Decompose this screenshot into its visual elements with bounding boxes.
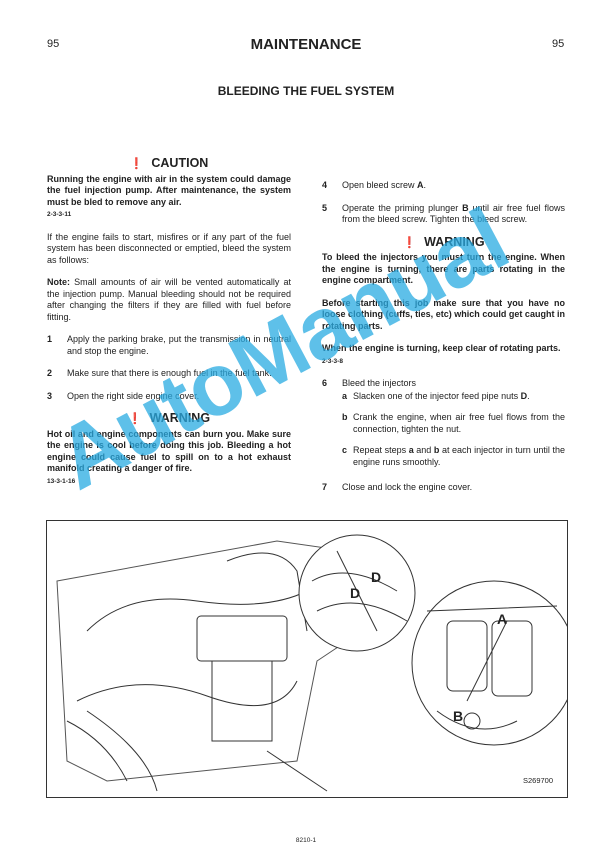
label-ref: A xyxy=(417,180,424,190)
warning-p1: To bleed the injectors you must turn the… xyxy=(322,252,565,285)
step-text: Make sure that there is enough fuel in t… xyxy=(67,368,272,378)
step-6: 6 Bleed the injectors a Slacken one of th… xyxy=(322,378,565,478)
label-ref: b xyxy=(433,445,440,455)
step-text: Bleed the injectors xyxy=(342,378,417,388)
figure-code: S269700 xyxy=(523,776,554,785)
caution-ref: 2-3-3-11 xyxy=(47,211,72,218)
note-label: Note: xyxy=(47,277,70,287)
step-text: . xyxy=(527,390,530,401)
page-number-left: 95 xyxy=(47,38,60,50)
warning-body: Hot oil and engine components can burn y… xyxy=(47,428,291,474)
step-5: 5 Operate the priming plunger B until air… xyxy=(322,203,565,226)
step-number: 3 xyxy=(47,390,53,401)
step-text: Open bleed screw xyxy=(342,180,418,190)
step-text: Repeat steps xyxy=(353,445,409,455)
step-6a: a Slacken one of the injector feed pipe n… xyxy=(342,391,565,403)
step-number: 1 xyxy=(47,334,53,344)
caution-body: Running the engine with air in the syste… xyxy=(47,173,291,207)
step-number: 6 xyxy=(322,378,328,388)
caution-label: CAUTION xyxy=(151,156,209,170)
warning-ref: 13-3-1-16 xyxy=(47,477,76,485)
step-number: 4 xyxy=(322,180,328,190)
step-text: . xyxy=(423,180,427,190)
label-ref: B xyxy=(462,202,469,213)
step-number: 7 xyxy=(322,482,328,492)
left-column: ❗ CAUTION Running the engine with air in … xyxy=(47,156,291,498)
page-number-right: 95 xyxy=(552,38,565,50)
warning-label: WARNING xyxy=(149,411,211,425)
exclamation-icon: ❗ xyxy=(402,236,417,249)
step-4: 4 Open bleed screw A. xyxy=(322,180,565,192)
label-ref: D xyxy=(520,390,528,401)
warning-heading: ❗ WARNING xyxy=(322,234,565,250)
note: Note: Small amounts of air will be vente… xyxy=(47,277,291,323)
footer-code: 8210-1 xyxy=(295,837,317,844)
substep-letter: a xyxy=(342,390,348,401)
substep-letter: c xyxy=(342,445,348,455)
step-6c: c Repeat steps a and b at each injector i… xyxy=(342,445,565,468)
caution-heading: ❗ CAUTION xyxy=(47,156,291,171)
warning-ref: 2-3-3-8 xyxy=(322,357,343,365)
label-d-lower: D xyxy=(350,585,361,601)
section-title: BLEEDING THE FUEL SYSTEM xyxy=(217,84,395,98)
caution-text: Running the engine with air in the syste… xyxy=(47,174,291,221)
step-text: Slacken one of the injector feed pipe nu… xyxy=(353,390,521,401)
label-a: A xyxy=(497,611,508,627)
warning-text: Hot oil and engine components can burn y… xyxy=(47,429,291,488)
step-1: 1 Apply the parking brake, put the transm… xyxy=(47,334,291,357)
step-7: 7 Close and lock the engine cover. xyxy=(322,482,565,494)
note-text: Small amounts of air will be vented auto… xyxy=(47,277,291,322)
step-text: Operate the priming plunger xyxy=(342,202,463,213)
step-6b: b Crank the engine, when air free fuel fl… xyxy=(342,412,565,435)
label-ref: a xyxy=(408,445,414,455)
engine-illustration: D D A B S269700 xyxy=(46,520,568,798)
step-text: Crank the engine, when air free fuel flo… xyxy=(353,412,565,434)
warning-p2: Before starting this job make sure that … xyxy=(322,297,565,331)
label-d-upper: D xyxy=(371,569,382,585)
warning-p3: When the engine is turning, keep clear o… xyxy=(322,343,565,367)
substep-letter: b xyxy=(342,412,348,422)
step-text: Close and lock the engine cover. xyxy=(342,482,473,492)
step-2: 2 Make sure that there is enough fuel in … xyxy=(47,368,291,380)
right-column: 4 Open bleed screw A. 5 Operate the primin… xyxy=(322,180,565,505)
step-number: 5 xyxy=(322,202,328,213)
warning-heading: ❗ WARNING xyxy=(47,411,291,426)
page-title: MAINTENANCE xyxy=(250,36,362,53)
step-text: until air free fuel flows from the bleed… xyxy=(342,202,565,225)
warning-label: WARNING xyxy=(424,234,485,249)
exclamation-icon: ❗ xyxy=(129,158,144,170)
step-number: 2 xyxy=(47,368,53,378)
step-text: and xyxy=(413,445,434,455)
step-text: Apply the parking brake, put the transmi… xyxy=(67,334,291,356)
engine-drawing xyxy=(56,534,567,792)
step-text: Open the right side engine cover. xyxy=(67,390,200,401)
step-3: 3 Open the right side engine cover. xyxy=(47,391,291,403)
exclamation-icon: ❗ xyxy=(127,413,142,425)
step-text: at each injector in turn until the engin… xyxy=(353,445,565,467)
warning-body: When the engine is turning, keep clear o… xyxy=(322,343,561,353)
label-b: B xyxy=(453,708,464,724)
intro-text: If the engine fails to start, misfires o… xyxy=(47,231,291,265)
